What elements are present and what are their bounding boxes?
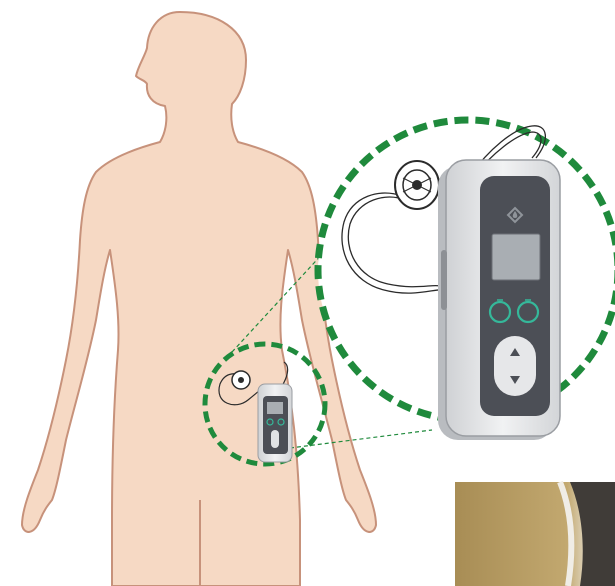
pump-display-screen (492, 234, 540, 280)
photo-fragment (455, 482, 615, 586)
large-insulin-pump (438, 160, 560, 440)
infusion-site-connector (395, 161, 439, 209)
pump-scroll-wheel (494, 336, 536, 396)
